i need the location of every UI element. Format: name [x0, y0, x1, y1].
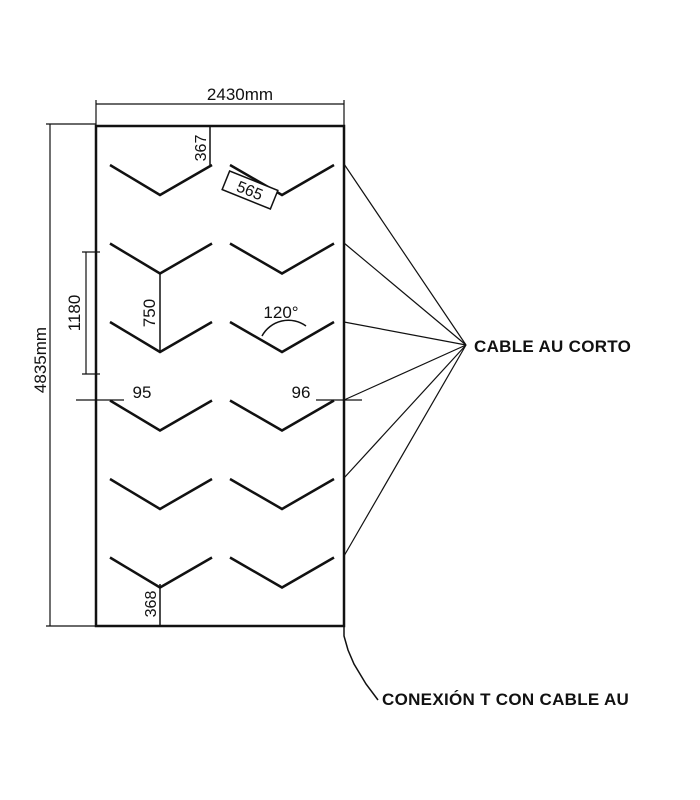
panel-outline: [94, 124, 346, 628]
row-pitch-dimension: 1180: [65, 251, 100, 375]
t-connection-lead: [343, 626, 379, 701]
cable-leader-lines: [343, 163, 467, 557]
chevron-conductor: [109, 242, 213, 275]
chevron-height-label: 750: [140, 299, 159, 327]
chevron-conductor: [109, 320, 213, 354]
t-connection-label: CONEXIÓN T CON CABLE AU: [382, 690, 629, 709]
left-margin-dimension: 95: [76, 383, 151, 402]
chevron-conductor: [109, 556, 213, 589]
bottom-offset-dimension: 368: [143, 584, 161, 626]
chevron-conductor: [109, 399, 213, 432]
top-offset-dimension: 367: [193, 126, 211, 165]
chevron-conductor: [229, 320, 335, 354]
angle-label: 120°: [263, 303, 298, 322]
row-pitch-label: 1180: [65, 295, 84, 332]
chevron-height-dimension: 750: [140, 272, 161, 352]
chevron-length-dimension: 565: [221, 170, 279, 210]
chevron-conductor: [229, 242, 335, 275]
angle-dimension: 120°: [261, 303, 307, 337]
height-dimension: 4835mm: [31, 123, 96, 627]
width-label: 2430mm: [207, 85, 273, 104]
chevron-conductor: [109, 477, 213, 511]
chevron-conductor: [109, 163, 213, 197]
height-label: 4835mm: [31, 327, 50, 393]
cable-short-label: CABLE AU CORTO: [474, 337, 631, 356]
chevron-group: [109, 163, 335, 589]
left-margin-label: 95: [133, 383, 152, 402]
right-margin-dimension: 96: [292, 383, 362, 402]
width-dimension: 2430mm: [95, 85, 345, 126]
chevron-conductor: [229, 477, 335, 511]
chevron-conductor: [229, 163, 335, 197]
right-margin-label: 96: [292, 383, 311, 402]
chevron-conductor: [229, 556, 335, 589]
chevron-conductor: [229, 399, 335, 432]
bottom-offset-label: 368: [143, 591, 160, 618]
top-offset-label: 367: [193, 135, 210, 162]
